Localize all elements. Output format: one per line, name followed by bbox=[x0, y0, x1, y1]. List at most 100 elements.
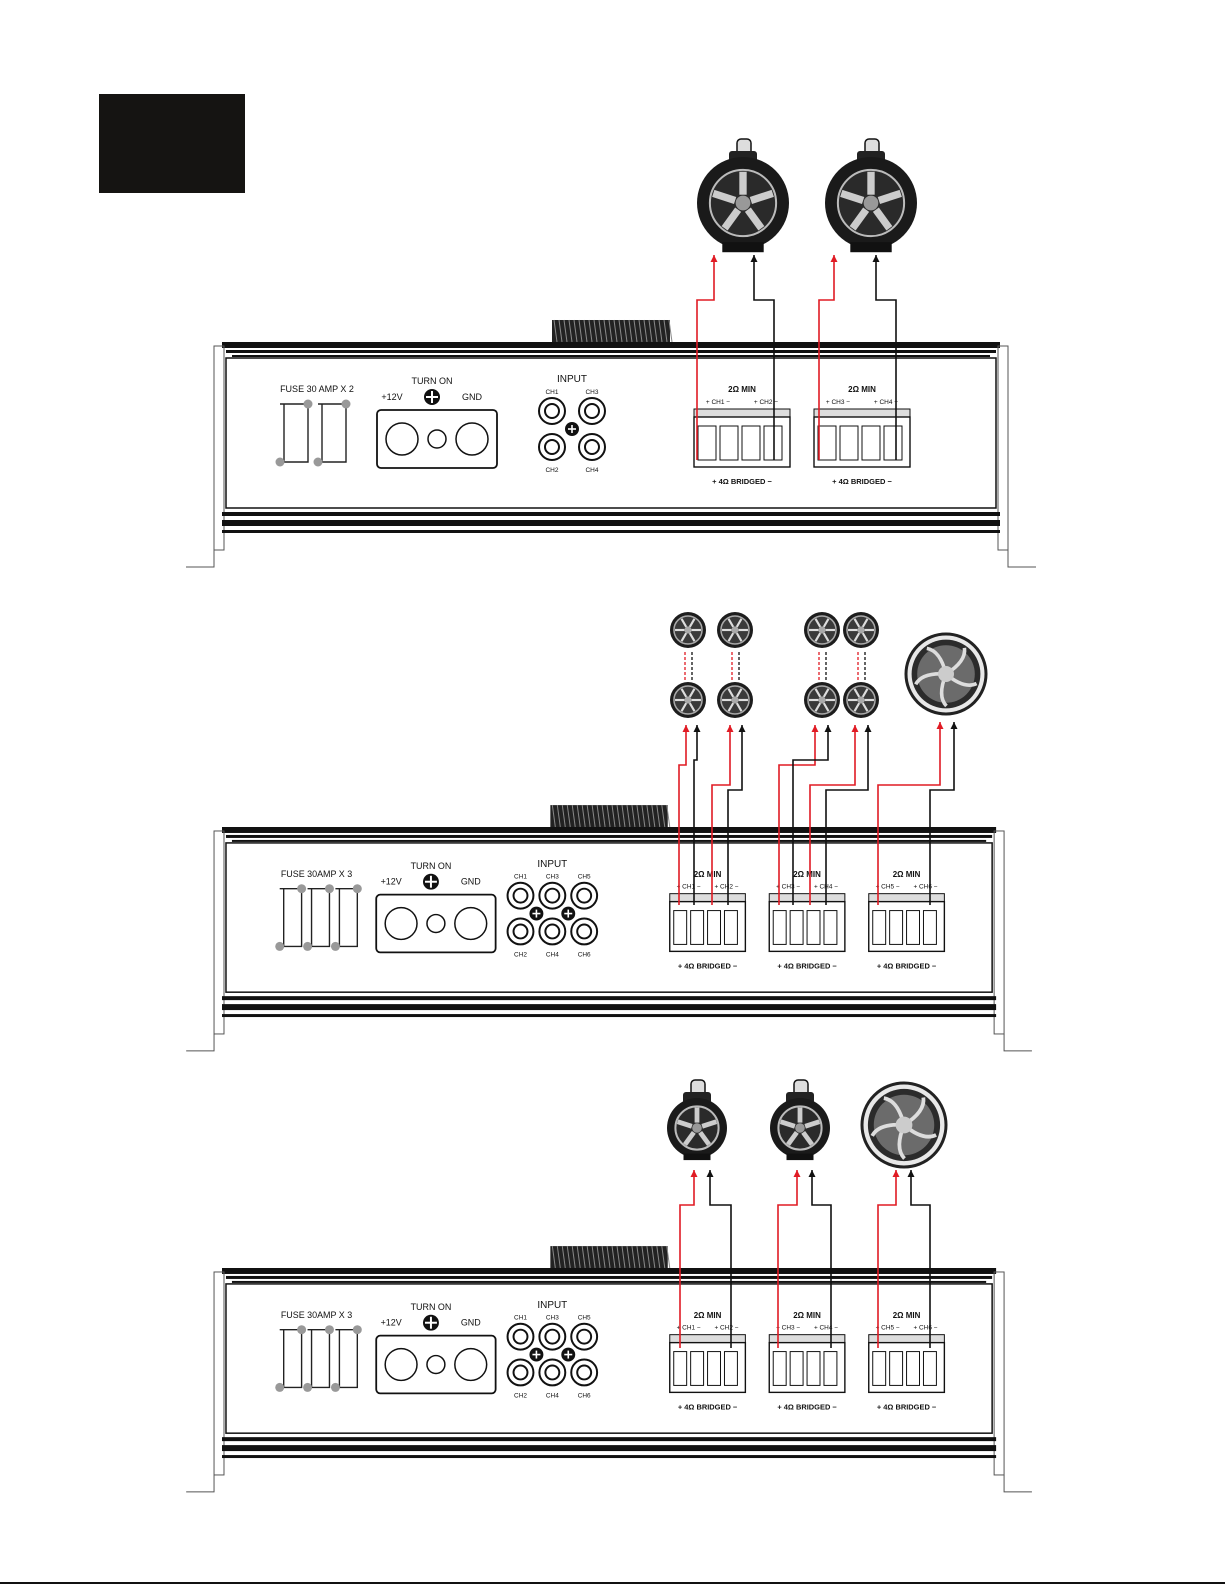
channel-label: + CH5 − bbox=[876, 884, 900, 891]
rca-jack bbox=[578, 397, 606, 425]
fuse-screw bbox=[275, 941, 285, 951]
heatsink-line bbox=[598, 319, 603, 343]
speaker-spoke bbox=[749, 189, 774, 204]
heatsink-line bbox=[606, 805, 611, 828]
right-bracket bbox=[993, 830, 1005, 1035]
heatsink bbox=[550, 1246, 671, 1269]
rca-jack-inner bbox=[512, 1328, 529, 1345]
terminal-slot bbox=[789, 910, 804, 945]
rca-jack bbox=[570, 881, 599, 910]
coaxial-speaker-bottom-3 bbox=[804, 682, 840, 718]
positive-wire-arrow bbox=[726, 725, 734, 732]
coaxial-speaker-top-1 bbox=[670, 612, 706, 648]
plus12-label: +12V bbox=[381, 1318, 402, 1328]
heatsink-line bbox=[636, 805, 641, 828]
rca-top-label: CH3 bbox=[546, 874, 559, 881]
turn-on-label: TURN ON bbox=[411, 861, 452, 871]
heatsink bbox=[550, 805, 671, 828]
speaker-spoke bbox=[861, 702, 869, 712]
speaker-spoke bbox=[688, 702, 696, 712]
speaker-spoke bbox=[853, 702, 861, 712]
input-label: INPUT bbox=[557, 374, 587, 385]
negative-wire bbox=[910, 1170, 931, 1348]
channel-label: + CH5 − bbox=[876, 1325, 900, 1332]
rca-jack-inner bbox=[544, 1364, 561, 1381]
speaker-spoke bbox=[688, 688, 696, 698]
channel-label: + CH6 − bbox=[913, 1325, 937, 1332]
fuse-1 bbox=[279, 1328, 303, 1389]
bridged-label: + 4Ω BRIDGED − bbox=[678, 961, 738, 970]
rca-bottom-label: CH2 bbox=[545, 467, 558, 474]
terminal-slot bbox=[889, 910, 904, 945]
terminal-slot bbox=[719, 425, 739, 461]
speaker-spoke bbox=[683, 1130, 696, 1146]
terminal-slot bbox=[922, 1351, 937, 1386]
stripe bbox=[231, 839, 987, 842]
fuse-screw bbox=[275, 457, 285, 467]
stripe bbox=[222, 512, 1000, 516]
speaker-spoke bbox=[814, 688, 822, 698]
fuse-screw bbox=[324, 1325, 334, 1335]
rca-jack bbox=[506, 1358, 535, 1387]
rca-jack-inner bbox=[512, 923, 529, 940]
speaker-tweeter bbox=[735, 195, 751, 211]
fuse-2 bbox=[318, 403, 347, 463]
plus12-label: +12V bbox=[381, 877, 402, 887]
terminal-slot bbox=[707, 910, 721, 945]
heatsink-line bbox=[571, 805, 576, 828]
negative-wire bbox=[811, 1170, 832, 1348]
fuse-screw bbox=[352, 1325, 362, 1335]
rca-jack bbox=[538, 1322, 567, 1351]
bridged-label: + 4Ω BRIDGED − bbox=[777, 1402, 837, 1411]
terminal-slot bbox=[690, 1351, 705, 1386]
heatsink-line bbox=[571, 1246, 576, 1269]
bridged-label: + 4Ω BRIDGED − bbox=[678, 1402, 738, 1411]
stripe bbox=[222, 1014, 997, 1018]
terminal-slot bbox=[889, 1351, 904, 1386]
speaker-spoke bbox=[822, 632, 830, 642]
heatsink-line bbox=[588, 319, 593, 343]
speaker-spoke bbox=[786, 1130, 799, 1146]
gnd-label: GND bbox=[462, 392, 483, 402]
fuse-screw bbox=[341, 399, 351, 409]
heatsink-line bbox=[596, 1246, 601, 1269]
terminal-top bbox=[669, 1334, 746, 1344]
terminal-slot bbox=[741, 425, 761, 461]
rca-jack-inner bbox=[512, 1364, 529, 1381]
rca-jack-inner bbox=[576, 923, 593, 940]
heatsink-line bbox=[576, 1246, 581, 1269]
channel-label: + CH4 − bbox=[874, 399, 898, 406]
fuse-1 bbox=[279, 887, 303, 948]
heatsink-line bbox=[658, 319, 663, 343]
terminal-slot bbox=[883, 425, 903, 461]
rca-jack bbox=[506, 1322, 535, 1351]
rca-top-label: CH5 bbox=[578, 874, 591, 881]
channel-label: + CH3 − bbox=[826, 399, 850, 406]
positive-wire bbox=[809, 725, 856, 905]
rca-jack bbox=[570, 1322, 599, 1351]
input-label: INPUT bbox=[537, 859, 567, 870]
heatsink-line bbox=[566, 805, 571, 828]
channel-label: + CH4 − bbox=[814, 1325, 838, 1332]
heatsink-line bbox=[556, 1246, 561, 1269]
amp-top-edge bbox=[222, 1268, 997, 1283]
coaxial-speaker-bottom-1 bbox=[670, 682, 706, 718]
speaker-spoke bbox=[680, 702, 688, 712]
fuse-3 bbox=[335, 887, 359, 948]
fuse-screw bbox=[303, 1382, 313, 1392]
heatsink-line bbox=[566, 1246, 571, 1269]
stripe bbox=[222, 520, 1000, 526]
stripe bbox=[222, 827, 997, 833]
channel-label: + CH1 − bbox=[706, 399, 730, 406]
amp-face bbox=[225, 842, 993, 993]
terminal-slot bbox=[697, 425, 717, 461]
rca-jack-inner bbox=[576, 1328, 593, 1345]
heatsink-line bbox=[661, 1246, 666, 1269]
bridged-label: + 4Ω BRIDGED − bbox=[877, 961, 937, 970]
sub-cap bbox=[895, 1116, 913, 1134]
negative-wire bbox=[753, 255, 775, 460]
speaker-spoke bbox=[853, 688, 861, 698]
stripe bbox=[225, 1275, 993, 1279]
fuse-screw bbox=[352, 884, 362, 894]
